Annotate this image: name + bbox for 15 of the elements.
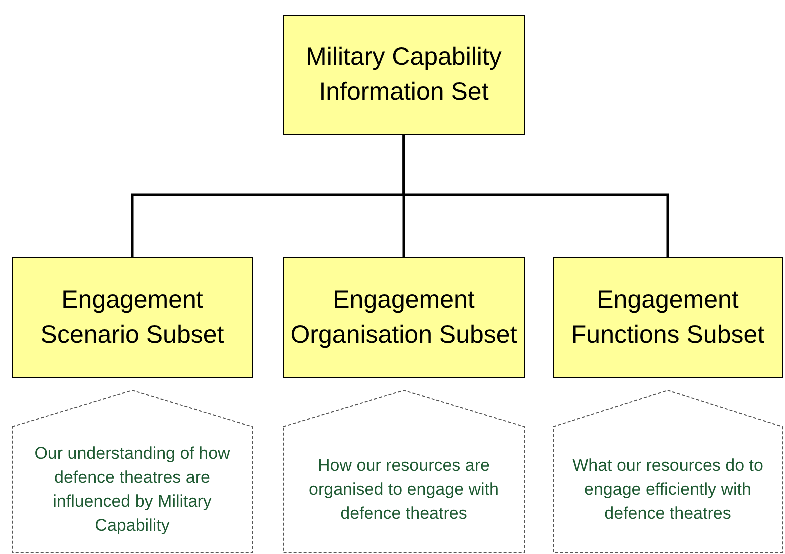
process-box	[553, 257, 783, 378]
process-box	[283, 257, 525, 378]
box-title: Engagement Functions Subset	[570, 284, 766, 350]
callout-shape	[12, 390, 253, 553]
callout-shape	[283, 390, 525, 553]
description-text: What our resources do to engage efficiently with defence theatres	[572, 455, 764, 525]
box-title: Engagement Scenario Subset	[40, 284, 226, 350]
process-box	[283, 15, 525, 135]
description-text: How our resources are organised to engage with defence theatres	[308, 455, 500, 525]
process-box	[12, 257, 253, 378]
description-text: Our understanding of how defence theatres are influenced by Military Capability	[34, 443, 232, 537]
box-title: Military Capability Information Set	[305, 42, 503, 108]
connector-line	[402, 135, 670, 257]
box-title: Engagement Organisation Subset	[290, 284, 518, 350]
callout-shape	[553, 390, 783, 553]
